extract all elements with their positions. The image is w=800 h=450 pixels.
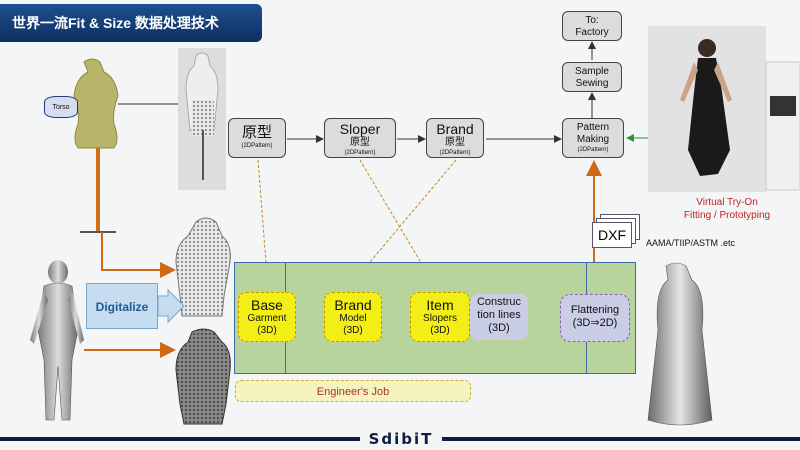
dxf-file-icon: DXF (592, 222, 632, 248)
box-label: Construc (476, 296, 522, 308)
mesh-torso-light (175, 217, 231, 317)
box-label: Brand (334, 297, 372, 313)
mesh-torso-dark (175, 328, 231, 425)
caption-line: Fitting / Prototyping (683, 210, 771, 221)
box-cn: 原型 (445, 137, 465, 148)
base-garment-box: Base Garment (3D) (238, 292, 296, 342)
footer-line-right (442, 437, 800, 441)
box-label: To: (585, 15, 599, 26)
box-label-2: Making (576, 134, 610, 145)
box-sub: Slopers (423, 313, 457, 324)
engineers-job-label: Engineer's Job (235, 380, 471, 402)
prototype-2d-box: 原型 (2DPattern) (228, 118, 286, 158)
box-sub-2: (3D) (257, 325, 277, 336)
brand-box: Brand 原型 (2DPattern) (426, 118, 484, 158)
box-label: Item (426, 297, 454, 313)
box-sub: (2DPattern) (344, 150, 376, 156)
box-label: Sample (575, 66, 609, 77)
box-label: Flattening (570, 304, 620, 316)
pattern-making-box: Pattern Making (2DPattern) (562, 118, 624, 158)
page-title: 世界一流Fit & Size 数据处理技术 (0, 4, 262, 42)
box-sub: Garment (247, 313, 287, 324)
box-cn: 原型 (350, 137, 370, 148)
box-label: Pattern (576, 122, 610, 133)
box-label-2: (3D⇒2D) (572, 317, 618, 329)
box-sub: (2DPattern) (439, 150, 471, 156)
box-sub: (2DPattern) (241, 143, 273, 149)
dress-form-illustration (73, 58, 119, 233)
box-sub-2: (3D) (343, 325, 363, 336)
virtual-tryon-photo (648, 26, 800, 192)
torso-label: Torso (44, 96, 78, 118)
box-label-3: (3D) (488, 322, 510, 334)
virtual-tryon-caption: Virtual Try-On Fitting / Prototyping (664, 196, 790, 222)
company-logo: SdibiT (360, 430, 442, 448)
body-scan-illustration (30, 260, 84, 421)
flattened-dress-illustration (647, 262, 713, 426)
box-label: Sloper (339, 121, 381, 137)
caption-line: Virtual Try-On (696, 197, 758, 208)
digitalize-box: Digitalize (86, 283, 158, 329)
flattening-box: Flattening (3D⇒2D) (560, 294, 630, 342)
box-label-2: Sewing (575, 78, 609, 89)
box-label-2: tion lines (477, 309, 521, 321)
box-label-2: Factory (575, 27, 609, 38)
box-label: Brand (436, 121, 474, 137)
footer-line-left (0, 437, 360, 441)
to-factory-box: To: Factory (562, 11, 622, 41)
box-label: Base (251, 297, 283, 313)
box-label: 原型 (241, 124, 272, 141)
formats-note: AAMA/TIIP/ASTM .etc (646, 238, 736, 248)
brand-model-box: Brand Model (3D) (324, 292, 382, 342)
construction-lines-box: Construc tion lines (3D) (470, 294, 528, 340)
sample-sewing-box: Sample Sewing (562, 62, 622, 92)
box-sub: (2DPattern) (577, 147, 609, 153)
mannequin-photo (178, 48, 226, 190)
box-sub: Model (339, 313, 367, 324)
box-sub-2: (3D) (430, 325, 450, 336)
item-slopers-box: Item Slopers (3D) (410, 292, 470, 342)
sloper-box: Sloper 原型 (2DPattern) (324, 118, 396, 158)
